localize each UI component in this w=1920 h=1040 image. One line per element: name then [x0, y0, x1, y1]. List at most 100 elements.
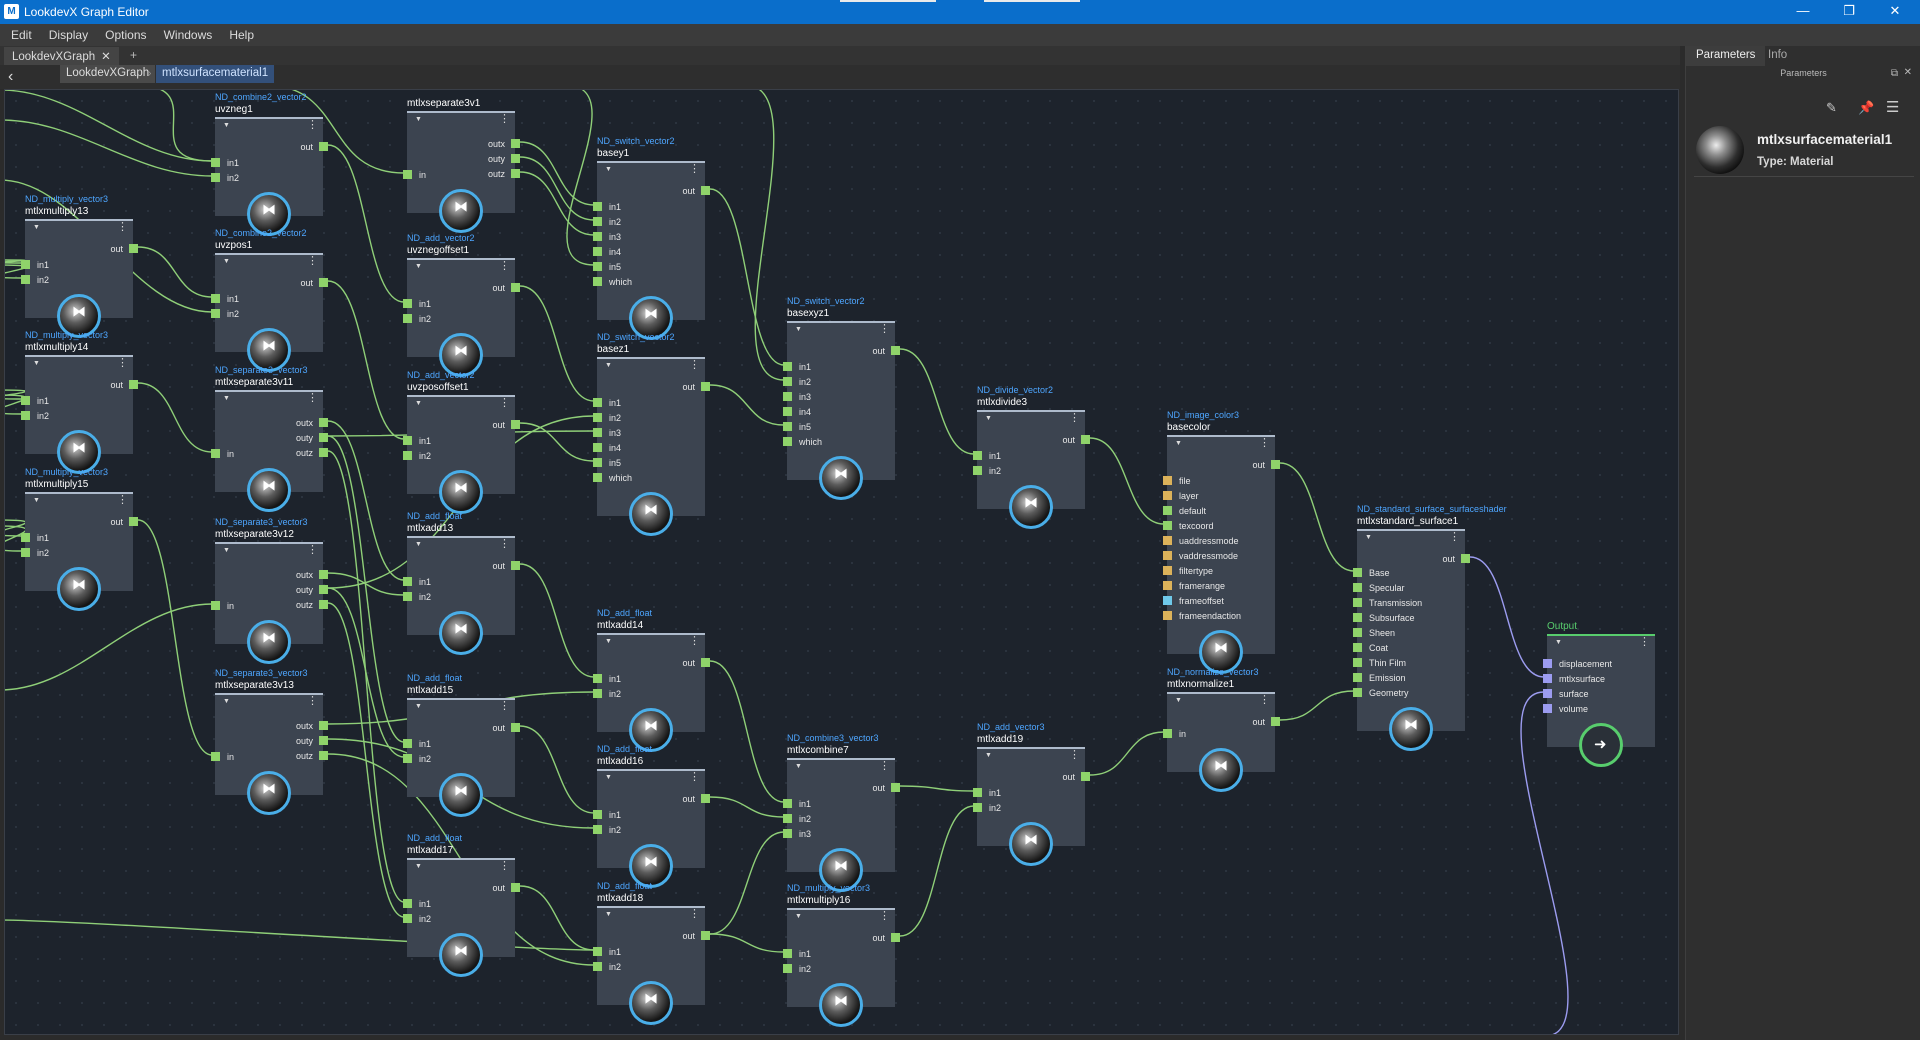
port-handle[interactable] [1353, 643, 1362, 652]
port-handle[interactable] [593, 428, 602, 437]
collapse-triangle-icon[interactable]: ▼ [795, 326, 802, 333]
input-port[interactable]: in1 [783, 948, 877, 960]
input-port[interactable]: in1 [211, 293, 305, 305]
input-port[interactable]: in3 [593, 231, 687, 243]
material-preview-ball-icon[interactable]: ⧓ [57, 567, 101, 611]
node-menu-icon[interactable]: ⋮ [879, 323, 890, 335]
collapse-triangle-icon[interactable]: ▼ [415, 863, 422, 870]
port-handle[interactable] [1271, 717, 1280, 726]
output-port[interactable]: out [645, 657, 710, 669]
node-name-label[interactable]: mtlxadd14 [597, 620, 644, 631]
input-port[interactable]: in2 [21, 547, 115, 559]
port-handle[interactable] [129, 380, 138, 389]
input-port[interactable]: frameoffset [1163, 595, 1257, 607]
input-port[interactable]: uaddressmode [1163, 535, 1257, 547]
collapse-triangle-icon[interactable]: ▼ [33, 497, 40, 504]
port-handle[interactable] [973, 803, 982, 812]
breadcrumb-item-material[interactable]: mtlxsurfacematerial1 [156, 65, 275, 83]
collapse-triangle-icon[interactable]: ▼ [415, 703, 422, 710]
input-port[interactable]: in4 [593, 442, 687, 454]
input-port[interactable]: in3 [593, 427, 687, 439]
output-port[interactable]: outz [263, 750, 328, 762]
input-port[interactable]: in2 [593, 688, 687, 700]
port-handle[interactable] [319, 142, 328, 151]
port-handle[interactable] [511, 283, 520, 292]
collapse-triangle-icon[interactable]: ▼ [1365, 534, 1372, 541]
input-port[interactable]: which [593, 276, 687, 288]
node-name-label[interactable]: mtlxseparate3v1 [407, 98, 481, 109]
tab-lookdevxgraph[interactable]: LookdevXGraph✕ [4, 47, 119, 65]
input-port[interactable]: in2 [403, 450, 497, 462]
collapse-triangle-icon[interactable]: ▼ [415, 541, 422, 548]
port-handle[interactable] [891, 783, 900, 792]
close-button[interactable]: ✕ [1889, 3, 1901, 18]
node-menu-icon[interactable]: ⋮ [879, 910, 890, 922]
port-handle[interactable] [973, 466, 982, 475]
port-handle[interactable] [403, 451, 412, 460]
input-port[interactable]: in5 [783, 421, 877, 433]
material-preview-ball-icon[interactable]: ⧓ [819, 848, 863, 892]
input-port[interactable]: Emission [1353, 672, 1447, 684]
output-port[interactable]: out [1025, 771, 1090, 783]
output-port[interactable]: out [645, 930, 710, 942]
node-name-label[interactable]: mtlxseparate3v13 [215, 680, 294, 691]
output-port[interactable]: out [73, 379, 138, 391]
port-handle[interactable] [211, 173, 220, 182]
input-port[interactable]: in5 [593, 261, 687, 273]
input-port[interactable]: Sheen [1353, 627, 1447, 639]
node-menu-icon[interactable]: ⋮ [307, 119, 318, 131]
output-port[interactable]: outy [455, 153, 520, 165]
node-name-label[interactable]: mtlxadd16 [597, 756, 644, 767]
material-preview-ball-icon[interactable]: ⧓ [247, 620, 291, 664]
port-handle[interactable] [1353, 583, 1362, 592]
port-handle[interactable] [511, 883, 520, 892]
node-name-label[interactable]: uvzneg1 [215, 104, 253, 115]
port-handle[interactable] [1163, 536, 1172, 545]
input-port[interactable]: layer [1163, 490, 1257, 502]
hamburger-menu-icon[interactable]: ☰ [1886, 99, 1900, 116]
port-handle[interactable] [1163, 521, 1172, 530]
output-port[interactable]: outx [263, 569, 328, 581]
input-port[interactable]: in1 [21, 259, 115, 271]
back-arrow-icon[interactable]: ‹ [8, 68, 14, 85]
port-handle[interactable] [1353, 673, 1362, 682]
material-preview-ball-icon[interactable]: ⧓ [247, 771, 291, 815]
material-preview-ball-icon[interactable]: ⧓ [247, 328, 291, 372]
port-handle[interactable] [403, 314, 412, 323]
port-handle[interactable] [1163, 506, 1172, 515]
node-name-label[interactable]: uvznegoffset1 [407, 245, 470, 256]
port-handle[interactable] [403, 170, 412, 179]
port-handle[interactable] [1543, 704, 1552, 713]
menu-windows[interactable]: Windows [163, 28, 213, 42]
output-port[interactable]: outy [263, 735, 328, 747]
material-preview-ball-icon[interactable]: ⧓ [439, 611, 483, 655]
input-port[interactable]: framerange [1163, 580, 1257, 592]
port-handle[interactable] [511, 561, 520, 570]
input-port[interactable]: in1 [783, 798, 877, 810]
port-handle[interactable] [783, 407, 792, 416]
material-preview-ball-icon[interactable]: ⧓ [57, 294, 101, 338]
input-port[interactable]: displacement [1543, 658, 1637, 670]
port-handle[interactable] [701, 794, 710, 803]
input-port[interactable]: in1 [593, 946, 687, 958]
input-port[interactable]: in1 [21, 395, 115, 407]
collapse-triangle-icon[interactable]: ▼ [605, 911, 612, 918]
node-menu-icon[interactable]: ⋮ [1259, 694, 1270, 706]
port-handle[interactable] [593, 398, 602, 407]
port-handle[interactable] [403, 754, 412, 763]
node-menu-icon[interactable]: ⋮ [689, 635, 700, 647]
port-handle[interactable] [973, 788, 982, 797]
port-handle[interactable] [701, 931, 710, 940]
collapse-triangle-icon[interactable]: ▼ [223, 258, 230, 265]
port-handle[interactable] [891, 933, 900, 942]
input-port[interactable]: in2 [783, 376, 877, 388]
material-preview-ball-icon[interactable]: ⧓ [247, 468, 291, 512]
material-preview-ball-icon[interactable]: ⧓ [629, 708, 673, 752]
input-port[interactable]: Thin Film [1353, 657, 1447, 669]
